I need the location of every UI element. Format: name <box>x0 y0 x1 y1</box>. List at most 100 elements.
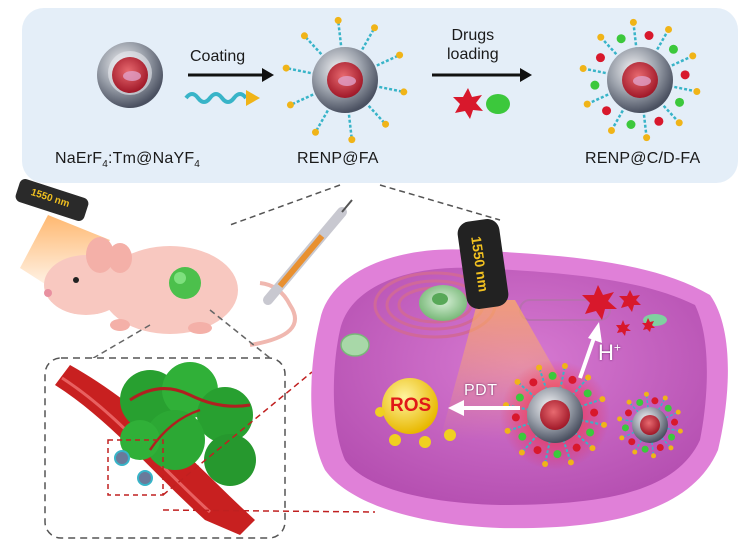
ligand-tip <box>617 416 623 422</box>
loaded-drug <box>533 446 542 455</box>
core-nanoparticle <box>97 42 163 108</box>
ligand-tip <box>626 399 632 405</box>
renp-fa-label: RENP@FA <box>297 150 379 167</box>
loaded-drug <box>595 53 605 63</box>
ligand-tip <box>693 88 701 96</box>
syringe <box>263 199 353 305</box>
ligand-chain <box>374 84 405 94</box>
drug-green-icon <box>486 94 510 114</box>
ligand-tip <box>689 52 697 60</box>
drugs-loading-line1: Drugs <box>451 27 495 44</box>
ligand-tip <box>514 378 521 385</box>
mouse <box>44 237 297 347</box>
ligand-tip <box>300 32 308 40</box>
loaded-drug <box>624 409 632 417</box>
ligand-chain <box>289 91 319 107</box>
ligand-tip <box>643 134 651 142</box>
ligand-tip <box>675 409 681 415</box>
ligand-tip <box>518 449 525 456</box>
loaded-drug <box>515 393 524 402</box>
ligand-tip <box>599 396 606 403</box>
loaded-drug <box>680 70 690 80</box>
loaded-drug <box>602 106 612 116</box>
ligand-chain <box>580 419 605 426</box>
ligand-tip <box>286 101 294 109</box>
ligand-chain <box>538 367 548 391</box>
renp-fa-nanoparticle <box>282 16 408 144</box>
pdt-label: PDT <box>464 382 498 399</box>
renp-cd-fa-label: RENP@C/D-FA <box>585 150 701 167</box>
cell-nanoparticle <box>502 362 608 468</box>
coating-label: Coating <box>190 48 246 65</box>
ligand-tip <box>311 128 319 136</box>
loaded-drug <box>553 450 562 459</box>
ligand-chain <box>571 376 589 397</box>
loaded-drug <box>548 371 557 380</box>
ligand-chain <box>521 433 539 454</box>
ligand-tip <box>589 445 596 452</box>
ligand-tip <box>677 428 683 434</box>
loaded-drug <box>529 378 538 387</box>
ligand-chain <box>285 66 316 76</box>
loaded-drug <box>641 445 649 453</box>
loaded-drug <box>586 428 595 437</box>
ros-sphere <box>375 378 456 448</box>
loaded-drug <box>636 399 644 407</box>
loaded-drug <box>590 408 599 417</box>
ligand-tip <box>583 100 591 108</box>
ros-label: ROS <box>390 395 432 416</box>
loaded-drug <box>568 375 577 384</box>
ligand-tip <box>371 24 379 32</box>
released-drug-icon <box>619 290 641 312</box>
ligand-chain <box>358 27 376 55</box>
ligand-tip <box>561 362 568 369</box>
loaded-drug <box>651 397 659 405</box>
ligand-chain <box>336 20 343 51</box>
ligand-tip <box>382 120 390 128</box>
released-drug-icon <box>642 318 655 332</box>
loaded-drug <box>644 31 654 41</box>
ligand-tip <box>536 364 543 371</box>
loaded-drug <box>654 116 664 126</box>
ligand-tip <box>504 427 511 434</box>
h-plus-arrow <box>578 322 602 379</box>
ligand-tip <box>396 51 404 59</box>
drugs-loading-line2: loading <box>447 46 499 63</box>
pdt-arrow <box>448 400 520 416</box>
ligand-chain <box>303 34 326 59</box>
loaded-drug <box>518 432 527 441</box>
drugs-loading-label: Drugs loading <box>447 26 499 64</box>
ligand-tip <box>665 25 673 33</box>
ligand-chain <box>579 398 603 408</box>
laser-small <box>15 179 110 300</box>
released-drug-icon <box>616 320 631 336</box>
ligand-tip <box>542 461 549 468</box>
ligand-tip <box>629 18 637 26</box>
loaded-drug <box>590 80 600 90</box>
core-name-label: NaErF4:Tm@NaYF4 <box>55 150 201 171</box>
ligand-tip <box>601 421 608 428</box>
ligand-tip <box>579 64 587 72</box>
loaded-drug <box>656 443 664 451</box>
loaded-drug <box>583 389 592 398</box>
ligand-tip <box>607 127 615 135</box>
loaded-drug <box>616 34 626 44</box>
ligand-tip <box>643 391 649 397</box>
ligand-tip <box>662 395 668 401</box>
released-drug-large-icon <box>582 285 617 320</box>
ligand-tip <box>668 445 674 451</box>
loaded-drug <box>626 119 636 129</box>
ligand-tip <box>400 88 408 96</box>
loaded-drug <box>511 413 520 422</box>
loaded-drug <box>671 418 679 426</box>
ligand-chain <box>371 53 401 69</box>
folate-ligand-icon <box>184 92 248 104</box>
ligand-chain <box>559 365 566 390</box>
ligand-tip <box>632 449 638 455</box>
loaded-drug <box>664 404 672 412</box>
tumor-cluster <box>120 362 256 486</box>
drug-red-star-icon <box>453 88 483 119</box>
loaded-drug <box>621 424 629 432</box>
ligand-tip-icon <box>246 90 260 106</box>
